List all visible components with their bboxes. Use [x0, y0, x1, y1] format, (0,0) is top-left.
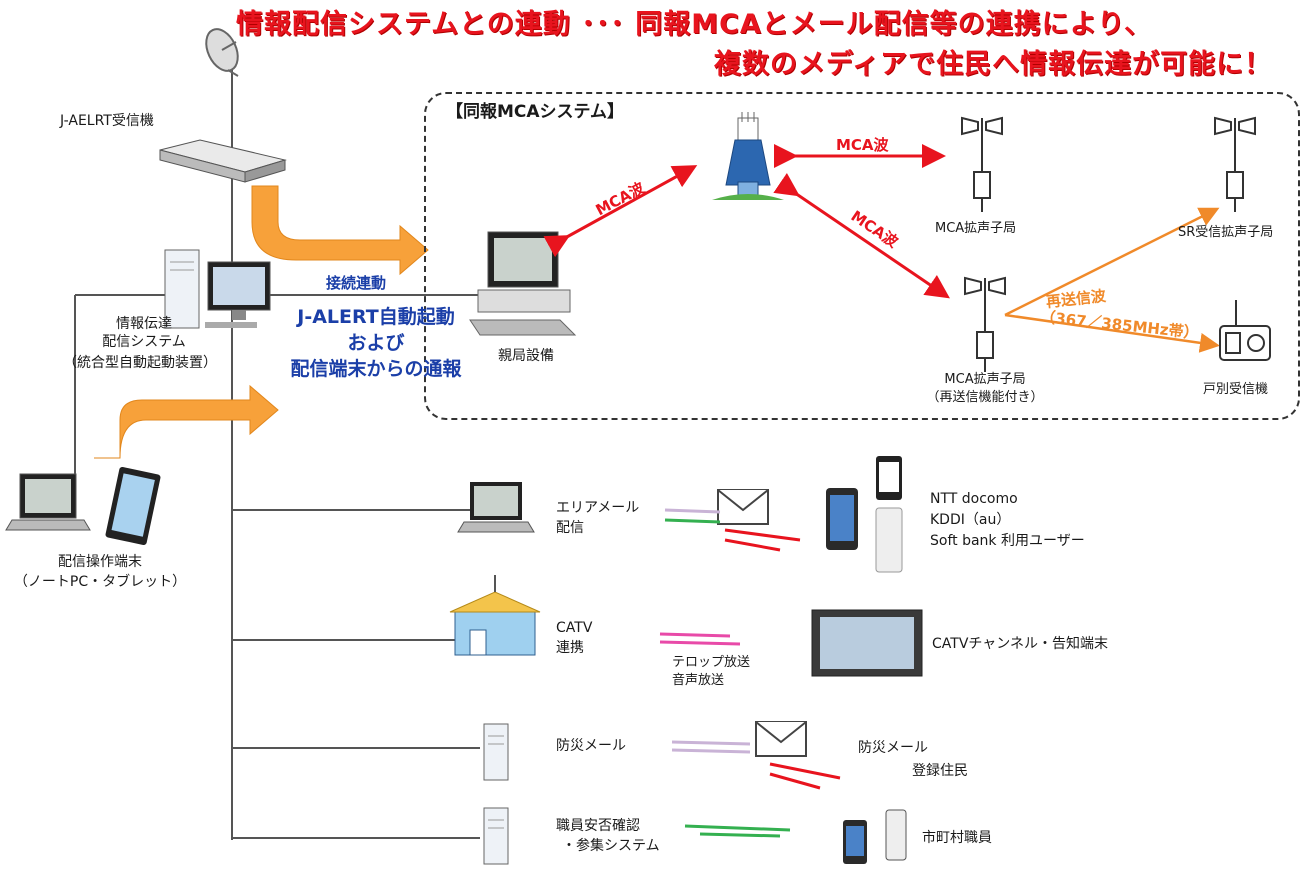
catv-middle-label-1: テロップ放送 [672, 655, 751, 670]
catv-source-label-1: CATV [556, 620, 593, 636]
resend-wave-arrows [1004, 207, 1220, 353]
staff-system-source-label-2: ・参集システム [562, 838, 660, 854]
orange-arrow-top [251, 185, 429, 276]
terminal-label-1: 配信操作端末 [58, 554, 142, 570]
sr-station-label: SR受信拡声子局 [1178, 225, 1274, 240]
home-receiver-label: 戸別受信機 [1203, 382, 1269, 397]
carrier-kddi-label: KDDI（au） [930, 512, 1011, 528]
area-mail-laptop-icon [457, 482, 535, 533]
title-line-1: 情報配信システムとの連動 ･･･ 同報MCAとメール配信等の連携により、 [236, 9, 1153, 40]
mca-wave-arrows [543, 144, 950, 299]
distribution-system-label-1: 情報伝達 [116, 316, 172, 332]
catv-station-icon [449, 575, 541, 656]
jalert-receiver-icon [159, 139, 287, 183]
smartphone-icon [826, 488, 858, 550]
mca-system-title: 【同報MCAシステム】 [446, 102, 625, 122]
catv-target-label: CATVチャンネル・告知端末 [932, 636, 1108, 652]
laptop-icon [5, 473, 91, 531]
wireless-lines-4 [684, 824, 791, 838]
staff-target-label: 市町村職員 [922, 830, 992, 846]
disaster-mail-source-label: 防災メール [556, 738, 626, 754]
sr-speaker-pole-icon [1214, 116, 1256, 212]
auto-start-label-1: J-ALERT自動起動 [297, 306, 455, 328]
connection-label: 接続連動 [326, 274, 387, 292]
area-mail-source-label-1: エリアメール [556, 500, 640, 516]
base-station-label: 親局設備 [498, 348, 554, 364]
tablet-icon [105, 466, 161, 546]
feature-phone-icon [875, 456, 903, 573]
terminal-label-2: （ノートPC・タブレット） [13, 574, 187, 590]
disaster-mail-server-icon [483, 723, 509, 781]
mca-relay-tower-icon [712, 112, 784, 200]
wireless-lines-2 [659, 632, 741, 646]
distribution-system-label-3: （統合型自動起動装置） [63, 355, 217, 371]
disaster-mail-target-label-2: 登録住民 [912, 763, 968, 779]
mca-speaker-station-label: MCA拡声子局 [935, 221, 1017, 236]
relay-station-label-1: MCA拡声子局 [944, 372, 1026, 387]
disaster-mail-target-label-1: 防災メール [858, 740, 928, 756]
disaster-mail-envelope-icon [755, 721, 807, 757]
catv-source-label-2: 連携 [556, 640, 584, 656]
staff-phone-icon [843, 809, 907, 864]
home-receiver-icon [1219, 300, 1271, 361]
auto-start-label-3: 配信端末からの通報 [290, 358, 462, 380]
area-mail-source-label-2: 配信 [556, 520, 584, 536]
area-mail-envelope-icon [717, 489, 769, 525]
mca-speaker-pole-icon [961, 116, 1003, 212]
distribution-pc-icon [164, 249, 271, 329]
orange-arrow-bottom [94, 384, 279, 459]
staff-system-server-icon [483, 807, 509, 865]
mca-system-frame [424, 92, 1300, 420]
backbone-lines [74, 70, 480, 840]
relay-speaker-pole-icon [964, 276, 1006, 372]
staff-system-source-label-1: 職員安否確認 [556, 818, 640, 834]
relay-station-label-2: （再送信機能付き） [926, 390, 1044, 405]
wireless-lines-1 [664, 508, 801, 552]
catv-tv-icon [811, 609, 923, 677]
title-line-2: 複数のメディアで住民へ情報伝達が可能に！ [714, 49, 1273, 80]
catv-middle-label-2: 音声放送 [672, 673, 725, 688]
carrier-docomo-label: NTT docomo [930, 491, 1018, 507]
mca-wave-label-top: MCA波 [836, 136, 889, 154]
jalert-receiver-label: J-AELRT受信機 [60, 113, 154, 129]
satellite-dish-icon [205, 28, 239, 77]
auto-start-label-2: および [347, 332, 405, 354]
carrier-softbank-label: Soft bank 利用ユーザー [930, 533, 1085, 549]
distribution-system-label-2: 配信システム [102, 334, 186, 350]
wireless-lines-3 [671, 740, 841, 790]
